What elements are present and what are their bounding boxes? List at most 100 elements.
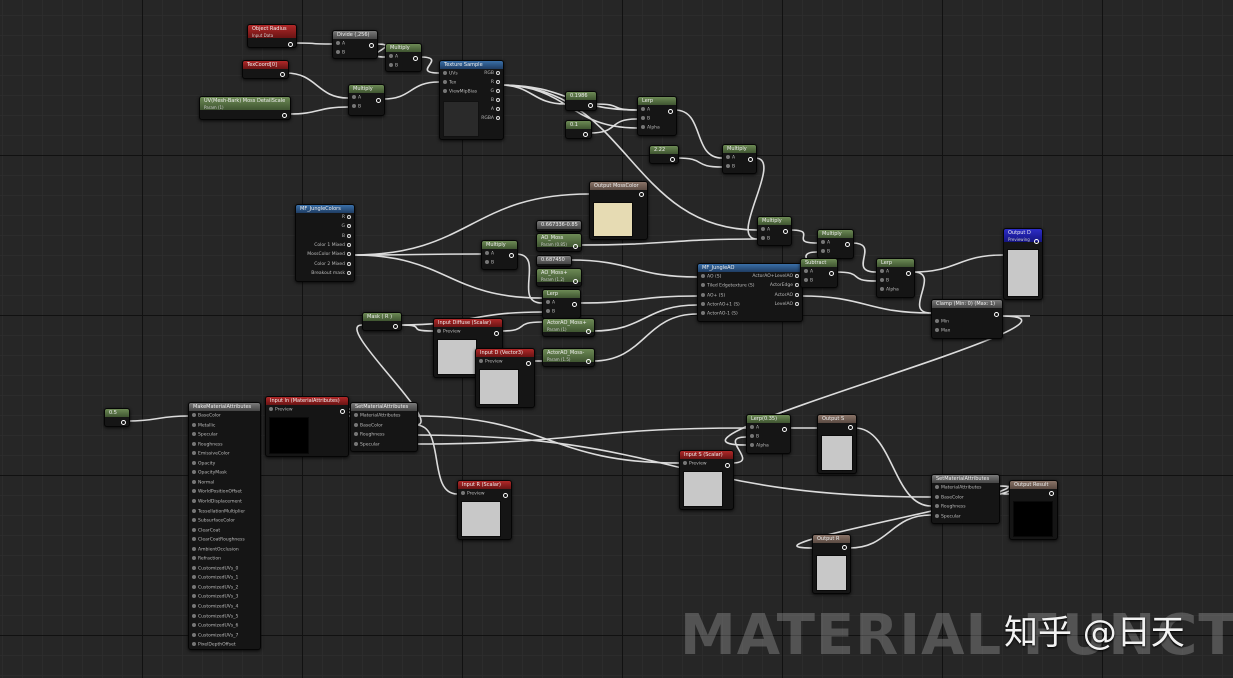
pin-preview[interactable]: Preview xyxy=(461,491,485,497)
pin-customizeduvs-1[interactable]: CustomizedUVs_1 xyxy=(192,575,238,581)
node-actorao-moss-minus[interactable]: ActorAO_Moss-Param (1.5) xyxy=(542,348,595,367)
pin-b[interactable]: B xyxy=(352,104,361,110)
pin-a[interactable]: A xyxy=(485,251,494,257)
pin-r[interactable]: R xyxy=(491,80,500,85)
pin-rgba[interactable]: RGBA xyxy=(481,116,500,121)
pin-pixeldepthoffset[interactable]: PixelDepthOffset xyxy=(192,642,236,648)
pin-worlddisplacement[interactable]: WorldDisplacement xyxy=(192,499,242,505)
output-pin[interactable] xyxy=(572,302,577,307)
node-input-r[interactable]: Input R (Scalar)Preview xyxy=(457,480,512,540)
node-input-in[interactable]: Input In (MaterialAttributes)Preview xyxy=(265,396,349,457)
pin-g[interactable]: G xyxy=(491,89,501,94)
output-pin[interactable] xyxy=(288,42,293,47)
node-const-0-5[interactable]: 0.5 xyxy=(104,408,130,427)
pin-refraction[interactable]: Refraction xyxy=(192,556,221,562)
output-pin[interactable] xyxy=(573,244,578,249)
pin-customizeduvs-2[interactable]: CustomizedUVs_2 xyxy=(192,585,238,591)
pin-specular[interactable]: Specular xyxy=(354,442,380,448)
output-pin[interactable] xyxy=(829,271,834,276)
pin-b[interactable]: B xyxy=(750,434,759,440)
output-pin[interactable] xyxy=(994,312,999,317)
pin-basecolor[interactable]: BaseColor xyxy=(935,495,964,501)
pin-b[interactable]: B xyxy=(641,116,650,122)
pin-b[interactable]: B xyxy=(491,98,500,103)
output-pin[interactable] xyxy=(503,493,508,498)
pin-emissivecolor[interactable]: EmissiveColor xyxy=(192,451,230,457)
pin-specular[interactable]: Specular xyxy=(192,432,218,438)
pin-a[interactable]: A xyxy=(761,227,770,233)
pin-worldpositionoffset[interactable]: WorldPositionOffset xyxy=(192,489,242,495)
output-pin[interactable] xyxy=(845,242,850,247)
output-pin[interactable] xyxy=(848,425,853,430)
output-pin[interactable] xyxy=(413,56,418,61)
pin-g[interactable]: G xyxy=(342,224,352,229)
pin-uvs[interactable]: UVs xyxy=(443,71,458,77)
pin-customizeduvs-6[interactable]: CustomizedUVs_6 xyxy=(192,623,238,629)
pin-breakout-mask[interactable]: Breakout mask xyxy=(311,271,351,276)
pin-actorao-1-s-[interactable]: ActorAO+1 (S) xyxy=(701,302,740,308)
pin-a[interactable]: A xyxy=(352,95,361,101)
pin-color-1-mixed[interactable]: Color 1 Mixed xyxy=(314,243,351,248)
pin-b[interactable]: B xyxy=(761,236,770,242)
output-pin[interactable] xyxy=(340,409,345,414)
pin-alpha[interactable]: Alpha xyxy=(880,287,899,293)
node-output-s[interactable]: Output S xyxy=(817,414,857,474)
output-pin[interactable] xyxy=(393,324,398,329)
node-ao-moss-plus[interactable]: AO_Moss+Param (1.2) xyxy=(536,268,582,287)
output-pin[interactable] xyxy=(586,359,591,364)
pin-b[interactable]: B xyxy=(880,278,889,284)
pin-b[interactable]: B xyxy=(726,164,735,170)
output-pin[interactable] xyxy=(1049,491,1054,496)
pin-preview[interactable]: Preview xyxy=(437,329,461,335)
pin-tessellationmultiplier[interactable]: TessellationMultiplier xyxy=(192,509,245,515)
pin-preview[interactable]: Preview xyxy=(683,461,707,467)
output-pin[interactable] xyxy=(725,463,730,468)
node-const-0687[interactable]: 0.687450 xyxy=(536,255,572,267)
pin-r[interactable]: R xyxy=(342,215,351,220)
output-pin[interactable] xyxy=(376,98,381,103)
pin-normal[interactable]: Normal xyxy=(192,480,214,486)
output-pin[interactable] xyxy=(526,361,531,366)
pin-viewmipbias[interactable]: ViewMipBias xyxy=(443,89,477,95)
pin-customizeduvs-0[interactable]: CustomizedUVs_0 xyxy=(192,566,238,572)
pin-metallic[interactable]: Metallic xyxy=(192,423,215,429)
output-pin[interactable] xyxy=(509,253,514,258)
node-texcoord[interactable]: TexCoord[0] xyxy=(242,60,289,79)
pin-color-2-mixed[interactable]: Color 2 Mixed xyxy=(314,262,351,267)
pin-actoredge[interactable]: ActorEdge xyxy=(770,283,799,288)
pin-ao-s-[interactable]: AO (S) xyxy=(701,274,721,280)
pin-tex[interactable]: Tex xyxy=(443,80,456,86)
pin-basecolor[interactable]: BaseColor xyxy=(192,413,221,419)
pin-a[interactable]: A xyxy=(491,107,500,112)
node-input-d[interactable]: Input D (Vector3)Preview xyxy=(475,348,535,408)
pin-a[interactable]: A xyxy=(821,240,830,246)
pin-clearcoatroughness[interactable]: ClearCoatRoughness xyxy=(192,537,245,543)
output-pin[interactable] xyxy=(586,329,591,334)
pin-customizeduvs-5[interactable]: CustomizedUVs_5 xyxy=(192,614,238,620)
pin-clearcoat[interactable]: ClearCoat xyxy=(192,528,220,534)
pin-a[interactable]: A xyxy=(750,425,759,431)
output-pin[interactable] xyxy=(121,420,126,425)
output-pin[interactable] xyxy=(282,113,287,118)
output-pin[interactable] xyxy=(842,545,847,550)
pin-mosscolor-mixed[interactable]: MossColor Mixed xyxy=(307,252,351,257)
pin-a[interactable]: A xyxy=(880,269,889,275)
output-pin[interactable] xyxy=(588,103,593,108)
output-pin[interactable] xyxy=(494,331,499,336)
pin-b[interactable]: B xyxy=(336,50,345,56)
node-const-2-22[interactable]: 2.22 xyxy=(649,145,679,164)
